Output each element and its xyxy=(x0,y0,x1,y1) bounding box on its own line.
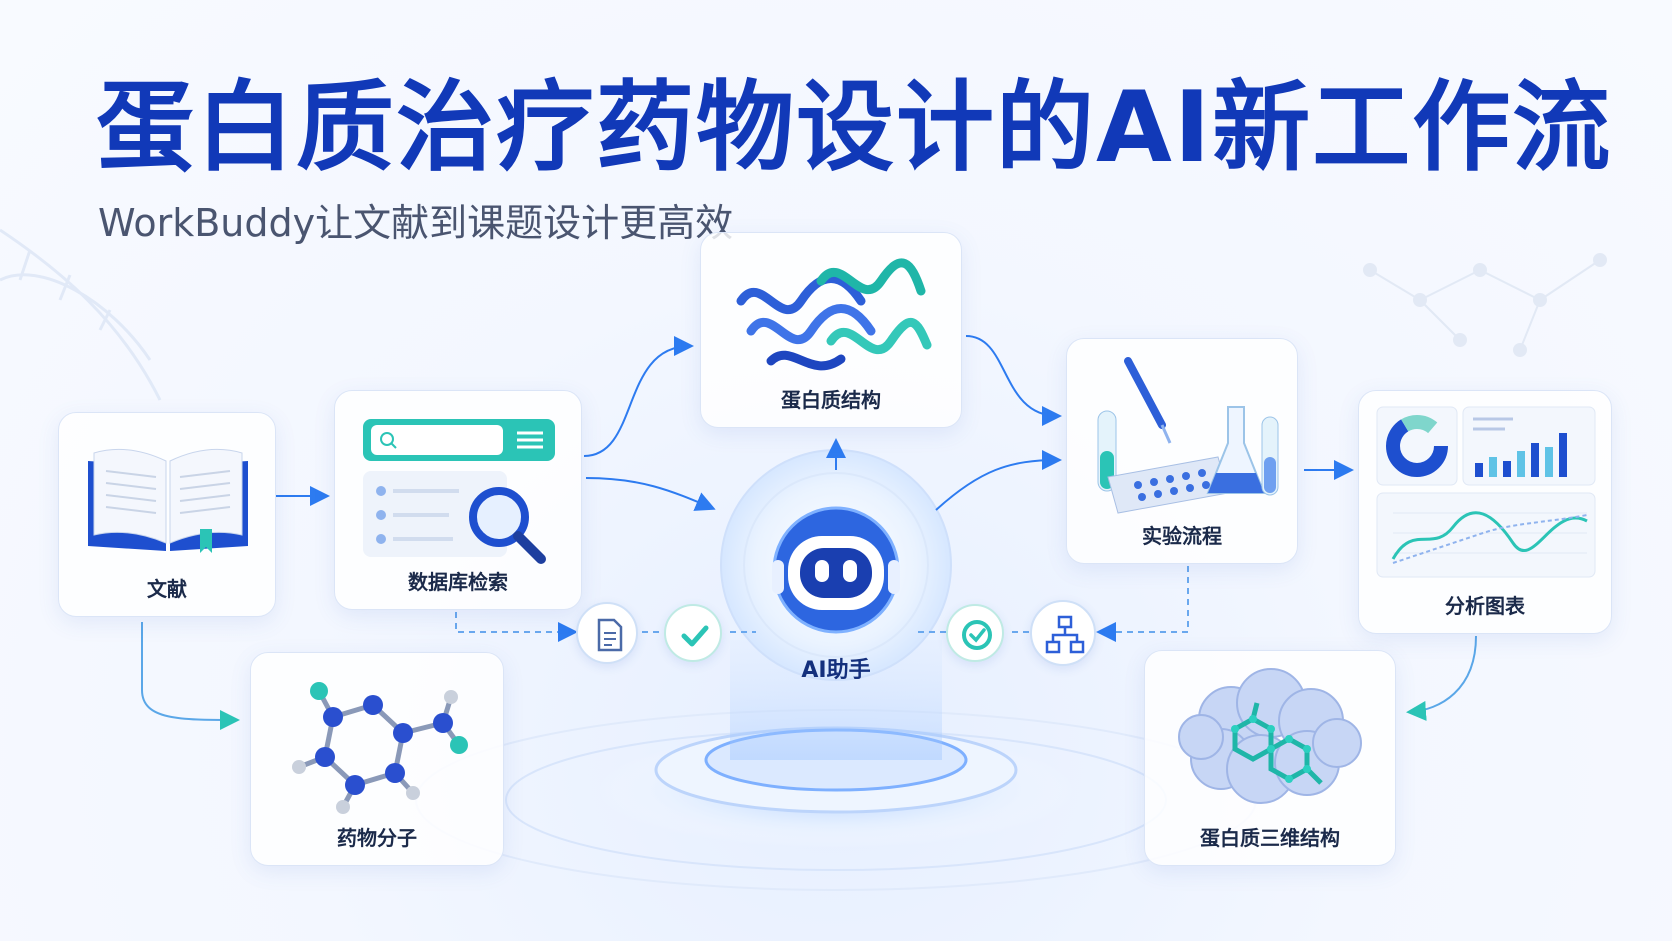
molecule-icon xyxy=(292,682,468,814)
hierarchy-node[interactable] xyxy=(1030,600,1096,666)
robot-icon xyxy=(772,506,900,634)
target-check-icon xyxy=(962,620,992,650)
card-experiment-workflow[interactable]: 实验流程 xyxy=(1066,338,1298,564)
card-label: 数据库检索 xyxy=(408,570,508,594)
target-node[interactable] xyxy=(946,604,1004,662)
open-book-icon xyxy=(88,448,248,553)
card-drug-molecule[interactable]: 药物分子 xyxy=(250,652,504,866)
protein-surface-icon xyxy=(1178,668,1362,804)
card-protein-3d-structure[interactable]: 蛋白质三维结构 xyxy=(1144,650,1396,866)
checkmark-icon xyxy=(681,625,709,647)
card-database-search[interactable]: 数据库检索 xyxy=(334,390,582,610)
page-title: 蛋白质治疗药物设计的AI新工作流 xyxy=(96,71,1613,185)
document-node[interactable] xyxy=(576,602,638,664)
card-label: 药物分子 xyxy=(337,826,417,850)
document-icon xyxy=(597,618,623,652)
card-analysis-charts[interactable]: 分析图表 xyxy=(1358,390,1612,634)
card-label: 文献 xyxy=(147,577,187,601)
card-protein-structure[interactable]: 蛋白质结构 xyxy=(700,232,962,428)
analysis-charts-icon xyxy=(1376,406,1596,578)
protein-ribbon-icon xyxy=(736,258,932,371)
card-label: 蛋白质三维结构 xyxy=(1200,826,1340,850)
card-literature[interactable]: 文献 xyxy=(58,412,276,617)
card-label: 蛋白质结构 xyxy=(781,388,881,412)
check-node[interactable] xyxy=(664,604,722,662)
card-label: 实验流程 xyxy=(1142,524,1222,548)
page-subtitle: WorkBuddy让文献到课题设计更高效 xyxy=(98,201,734,245)
card-label: 分析图表 xyxy=(1445,594,1525,618)
lab-equipment-icon xyxy=(1097,357,1279,514)
search-database-icon xyxy=(363,419,555,564)
hierarchy-icon xyxy=(1045,615,1085,654)
ai-assistant-label: AI助手 xyxy=(801,658,871,683)
